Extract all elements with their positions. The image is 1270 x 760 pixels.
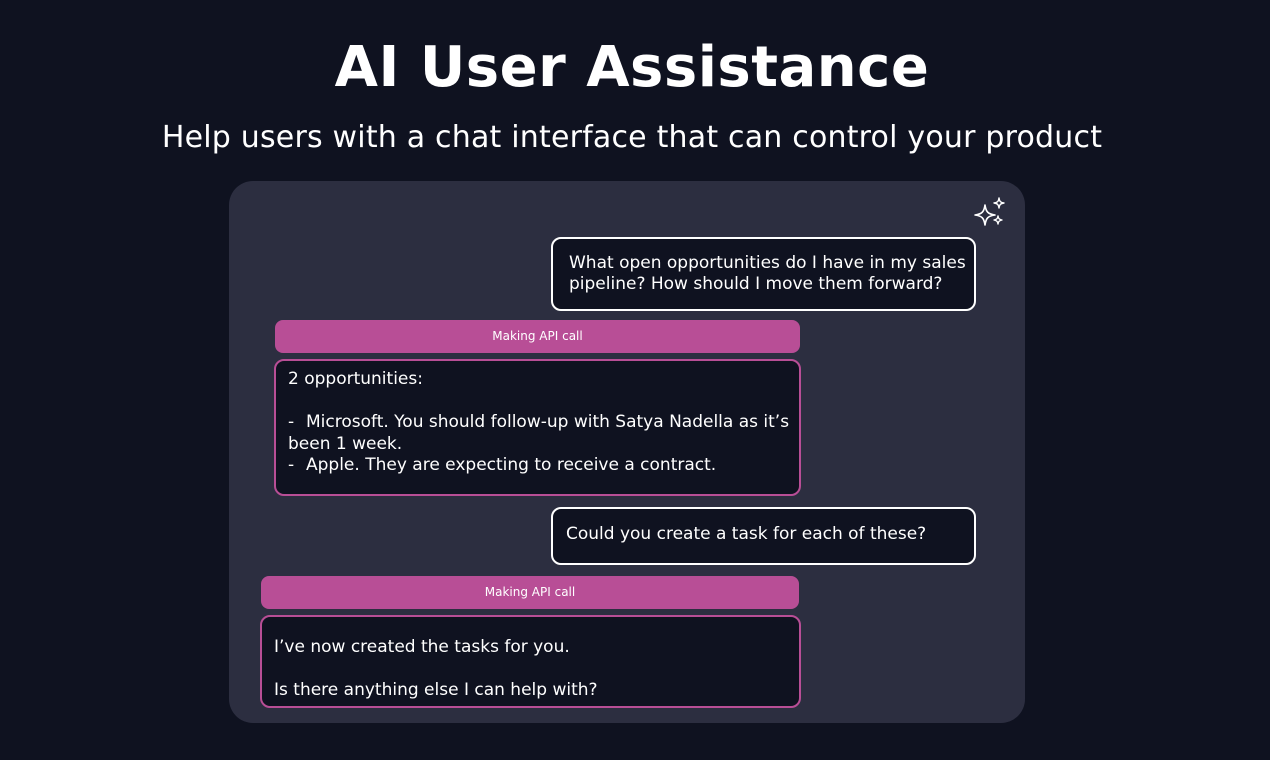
message-line: Could you create a task for each of thes… xyxy=(566,524,927,544)
api-call-status: Making API call xyxy=(261,576,799,609)
api-call-status: Making API call xyxy=(275,320,800,353)
page-title: AI User Assistance xyxy=(334,35,930,100)
page-subtitle: Help users with a chat interface that ca… xyxy=(161,120,1103,155)
message-line: What open opportunities do I have in my … xyxy=(569,253,966,273)
bullet-dash: - xyxy=(288,412,295,432)
bullet-item: -Apple. They are expecting to receive a … xyxy=(288,455,799,477)
user-message: What open opportunities do I have in my … xyxy=(551,237,976,311)
message-line: 2 opportunities: xyxy=(288,369,423,389)
bullet-dash: - xyxy=(288,455,295,475)
sparkles-icon[interactable] xyxy=(972,195,1008,231)
api-call-label: Making API call xyxy=(484,585,576,599)
message-line: Is there anything else I can help with? xyxy=(274,680,598,700)
bullet-text: Apple. They are expecting to receive a c… xyxy=(306,455,717,475)
bullet-text: Microsoft. You should follow-up with Sat… xyxy=(306,412,790,432)
bullet-text-continued: been 1 week. xyxy=(288,433,403,454)
message-spacer xyxy=(288,391,799,413)
assistant-message: 2 opportunities: -Microsoft. You should … xyxy=(274,359,801,496)
message-line: pipeline? How should I move them forward… xyxy=(569,274,943,294)
assistant-message: I’ve now created the tasks for you. Is t… xyxy=(260,615,801,708)
message-spacer xyxy=(274,659,799,681)
api-call-label: Making API call xyxy=(492,329,583,343)
bullet-item: -Microsoft. You should follow-up with Sa… xyxy=(288,412,799,434)
chat-panel: What open opportunities do I have in my … xyxy=(229,181,1025,723)
user-message: Could you create a task for each of thes… xyxy=(551,507,976,565)
message-line: I’ve now created the tasks for you. xyxy=(274,637,570,657)
